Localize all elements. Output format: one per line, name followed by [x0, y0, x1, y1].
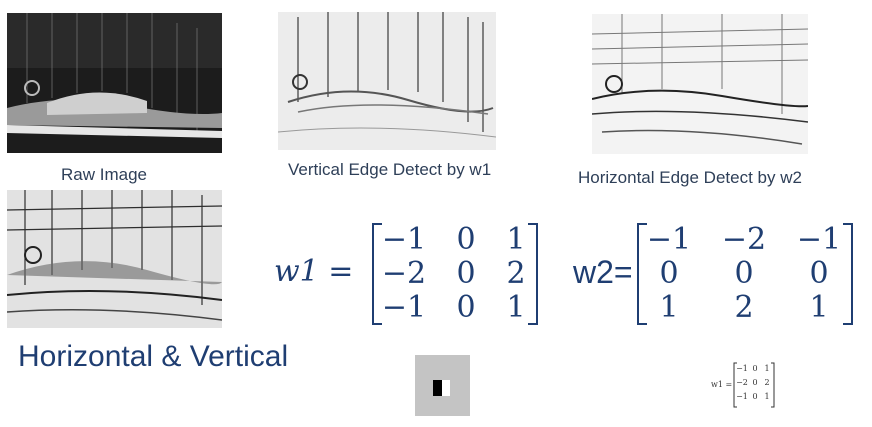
w1-cell: 1	[506, 290, 526, 325]
w2-cell: −2	[721, 222, 767, 257]
vertical-edge-image	[278, 12, 496, 150]
vertical-edge-panel	[278, 12, 496, 150]
w1-cell: 0	[456, 222, 476, 257]
w2-brackets	[637, 223, 853, 325]
mini-cell: 1	[764, 392, 770, 401]
w1-cell: −2	[381, 256, 427, 291]
mini-cell: 0	[752, 364, 758, 373]
raw-image	[7, 13, 222, 153]
w2-matrix: −1 −2 −1 0 0 0 1 2 1	[643, 222, 849, 326]
horizontal-edge-caption: Horizontal Edge Detect by w2	[578, 168, 802, 187]
horizontal-edge-panel	[592, 14, 808, 154]
combined-edge-panel	[7, 190, 222, 328]
mini-cell: −1	[736, 392, 748, 401]
w2-label: w2=	[573, 254, 633, 290]
w1-matrix: −1 0 1 −2 0 2 −1 0 1	[378, 222, 534, 326]
mini-cell: 2	[764, 378, 770, 387]
horizontal-edge-image	[592, 14, 808, 154]
mini-cell: −2	[736, 378, 748, 387]
w2-cell: 1	[659, 290, 679, 325]
mini-cell: −1	[736, 364, 748, 373]
w2-cell: 1	[809, 290, 829, 325]
mini-w1-label: w1 =	[711, 380, 733, 389]
raw-image-caption: Raw Image	[61, 165, 147, 184]
w1-label: w1 =	[274, 254, 354, 289]
w2-cell: 0	[809, 256, 829, 291]
w1-cell: 2	[506, 256, 526, 291]
vertical-edge-caption: Vertical Edge Detect by w1	[288, 160, 492, 179]
raw-image-panel	[7, 13, 222, 153]
w2-cell: −1	[646, 222, 692, 257]
kernel-swatch-icon	[415, 355, 470, 416]
w2-cell: −1	[796, 222, 842, 257]
combined-caption: Horizontal & Vertical	[18, 340, 289, 373]
combined-edge-image	[7, 190, 222, 328]
w2-cell: 0	[734, 256, 754, 291]
w1-cell: 0	[456, 290, 476, 325]
w2-cell: 2	[734, 290, 754, 325]
w1-cell: 1	[506, 222, 526, 257]
mini-cell: 0	[752, 378, 758, 387]
w1-brackets	[372, 223, 538, 325]
w1-cell: 0	[456, 256, 476, 291]
mini-cell: 1	[764, 364, 770, 373]
w2-cell: 0	[659, 256, 679, 291]
mini-w1-brackets	[733, 362, 775, 408]
w1-cell: −1	[381, 222, 427, 257]
mini-w1-matrix: −1 0 1 −2 0 2 −1 0 1	[735, 364, 773, 408]
w1-cell: −1	[381, 290, 427, 325]
mini-cell: 0	[752, 392, 758, 401]
